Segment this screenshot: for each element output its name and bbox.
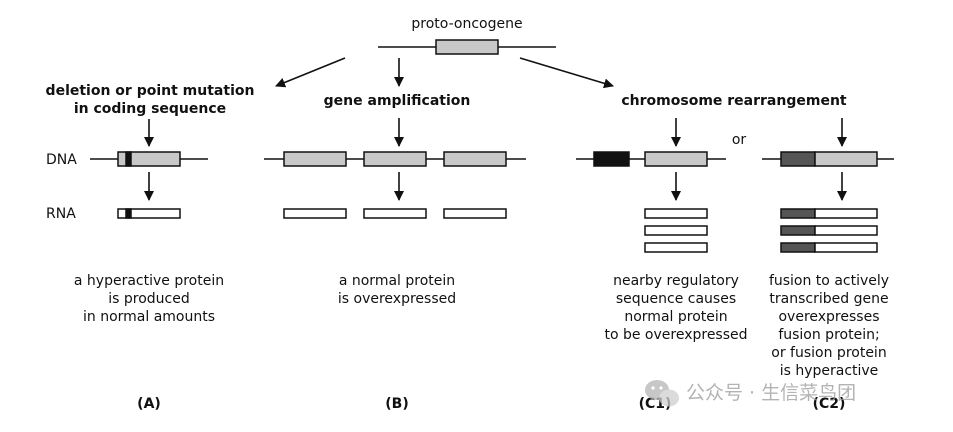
panel-a-dna-gene xyxy=(90,151,208,167)
panel-c2-dna xyxy=(762,151,894,167)
panel-b-rna xyxy=(283,208,507,219)
rna-row-label: RNA xyxy=(46,206,76,222)
watermark: 公众号 · 生信菜鸟团 xyxy=(645,380,856,407)
panel-c1-desc-line1: nearby regulatory xyxy=(613,273,739,289)
panel-c2-tag: (C2) xyxy=(813,396,846,412)
panel-c2-desc-line3: overexpresses xyxy=(778,309,879,325)
panel-c2-desc-line6: is hyperactive xyxy=(780,363,879,379)
panel-a-desc-line3: in normal amounts xyxy=(83,309,215,325)
panel-a-tag: (A) xyxy=(137,396,161,412)
panel-c2-desc-line5: or fusion protein xyxy=(771,345,886,361)
wechat-icon xyxy=(645,380,679,407)
panel-b-desc-line1: a normal protein xyxy=(339,273,455,289)
panel-b-desc-line2: is overexpressed xyxy=(338,291,456,307)
panel-a-mutation-mark xyxy=(125,151,132,167)
panel-c2-desc-line4: fusion protein; xyxy=(778,327,879,343)
panel-c1-desc-line3: normal protein xyxy=(624,309,727,325)
watermark-text: 公众号 · 生信菜鸟团 xyxy=(686,382,856,404)
panel-a-heading-line2: in coding sequence xyxy=(74,101,226,117)
panel-b-tag: (B) xyxy=(385,396,408,412)
panel-c1-desc-line2: sequence causes xyxy=(616,291,736,307)
panel-c2-desc-line1: fusion to actively xyxy=(769,273,889,289)
panel-a-desc-line1: a hyperactive protein xyxy=(74,273,224,289)
panel-b-dna-amplified xyxy=(264,151,526,167)
dna-row-label: DNA xyxy=(46,152,77,168)
fusion-partner-gene xyxy=(780,151,816,167)
proto-oncogene-label: proto-oncogene xyxy=(411,16,522,32)
panel-a: deletion or point mutation in coding seq… xyxy=(46,83,255,412)
panel-b: gene amplification a normal protein is o… xyxy=(264,93,526,412)
panel-c1-desc-line4: to be overexpressed xyxy=(604,327,747,343)
panel-c2-desc-line2: transcribed gene xyxy=(769,291,888,307)
panel-c-heading: chromosome rearrangement xyxy=(621,93,847,109)
panel-a-heading-line1: deletion or point mutation xyxy=(46,83,255,99)
arrow-to-panel-c xyxy=(519,57,614,89)
or-label: or xyxy=(732,132,747,148)
panel-a-desc-line2: is produced xyxy=(108,291,190,307)
panel-b-heading: gene amplification xyxy=(324,93,471,109)
panel-a-rna xyxy=(117,208,181,219)
arrow-to-panel-a xyxy=(275,57,346,88)
panel-c1-dna xyxy=(576,151,726,167)
panel-c: chromosome rearrangement or nearby regul… xyxy=(576,93,894,412)
panel-c1-rna xyxy=(644,208,708,253)
proto-oncogene-gene xyxy=(378,39,556,55)
panel-c2-rna xyxy=(780,208,878,253)
regulatory-sequence xyxy=(593,151,630,167)
